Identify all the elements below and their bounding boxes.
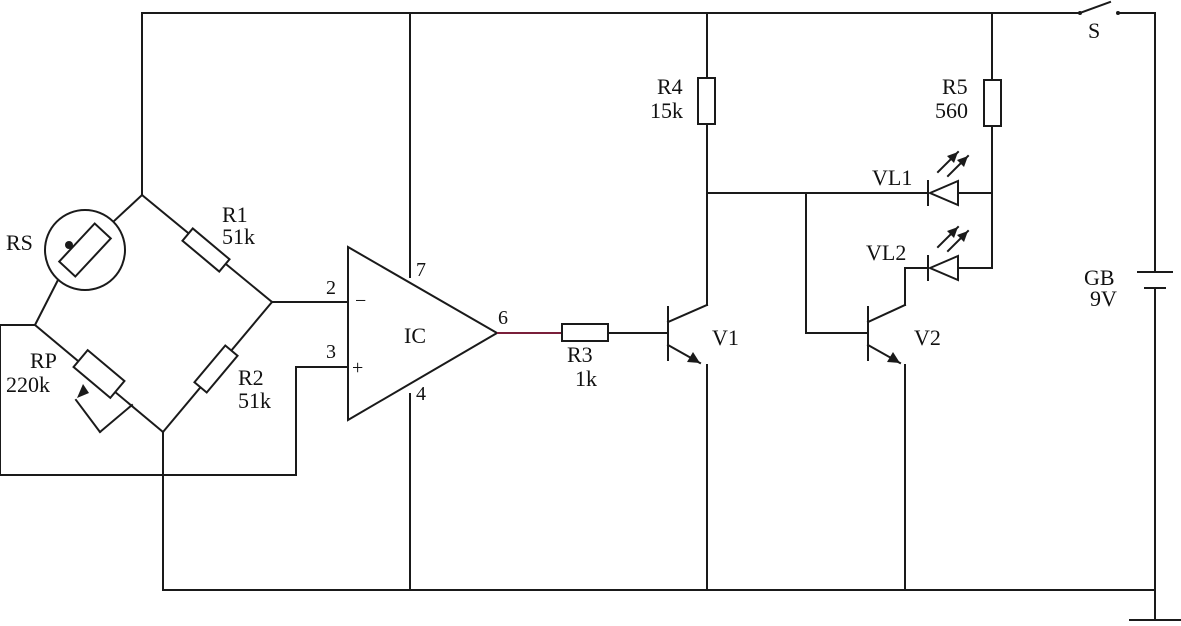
transistor-v2 xyxy=(866,303,907,365)
pin-2-label: 2 xyxy=(326,277,336,299)
resistor-r1-value: 51k xyxy=(222,224,255,249)
resistor-r2-value: 51k xyxy=(238,388,271,413)
resistor-r2 xyxy=(193,344,239,394)
resistor-r2-name: R2 xyxy=(238,365,264,390)
switch-s-label: S xyxy=(1088,18,1100,43)
resistor-r1 xyxy=(181,227,231,273)
pin-7-label: 7 xyxy=(416,259,426,281)
led-vl1-label: VL1 xyxy=(872,165,912,190)
op-amp-ic xyxy=(347,245,499,422)
photoresistor-rs xyxy=(44,209,126,291)
led-vl1 xyxy=(927,150,970,207)
potentiometer-rp-value: 220k xyxy=(6,372,50,397)
r5-led-wires xyxy=(957,12,993,269)
resistor-r1-name: R1 xyxy=(222,202,248,227)
resistor-r4-value: 15k xyxy=(650,98,683,123)
v2-wires xyxy=(805,192,929,591)
pin-3-label: 3 xyxy=(326,341,336,363)
resistor-r4-name: R4 xyxy=(657,74,683,99)
v1-collector-wires xyxy=(706,12,929,591)
potentiometer-rp xyxy=(72,348,134,434)
photoresistor-rs-label: RS xyxy=(6,230,33,255)
ground-rail xyxy=(162,589,1156,619)
pin-6-label: 6 xyxy=(498,307,508,329)
battery-gb-name: GB xyxy=(1084,265,1115,290)
switch-s xyxy=(1078,0,1120,15)
resistor-r3-value: 1k xyxy=(575,366,597,391)
led-vl2-label: VL2 xyxy=(866,240,906,265)
battery-gb-value: 9V xyxy=(1090,286,1117,311)
battery-gb xyxy=(1137,271,1173,289)
bridge-wires xyxy=(0,12,349,591)
pin-4-label: 4 xyxy=(416,383,426,405)
led-vl2 xyxy=(927,225,970,282)
resistor-r5-name: R5 xyxy=(942,74,968,99)
transistor-v1-label: V1 xyxy=(712,325,739,350)
transistor-v2-label: V2 xyxy=(914,325,941,350)
potentiometer-rp-name: RP xyxy=(30,348,57,373)
resistor-r4 xyxy=(697,77,716,125)
resistor-r3-name: R3 xyxy=(567,342,593,367)
op-amp-ic-label: IC xyxy=(404,323,426,348)
resistor-r5 xyxy=(983,79,1002,127)
resistor-r5-value: 560 xyxy=(935,98,968,123)
transistor-v1 xyxy=(666,303,709,365)
pin-plus-sign: + xyxy=(352,357,363,379)
resistor-r3 xyxy=(561,323,609,342)
pin-minus-sign: − xyxy=(355,290,366,312)
